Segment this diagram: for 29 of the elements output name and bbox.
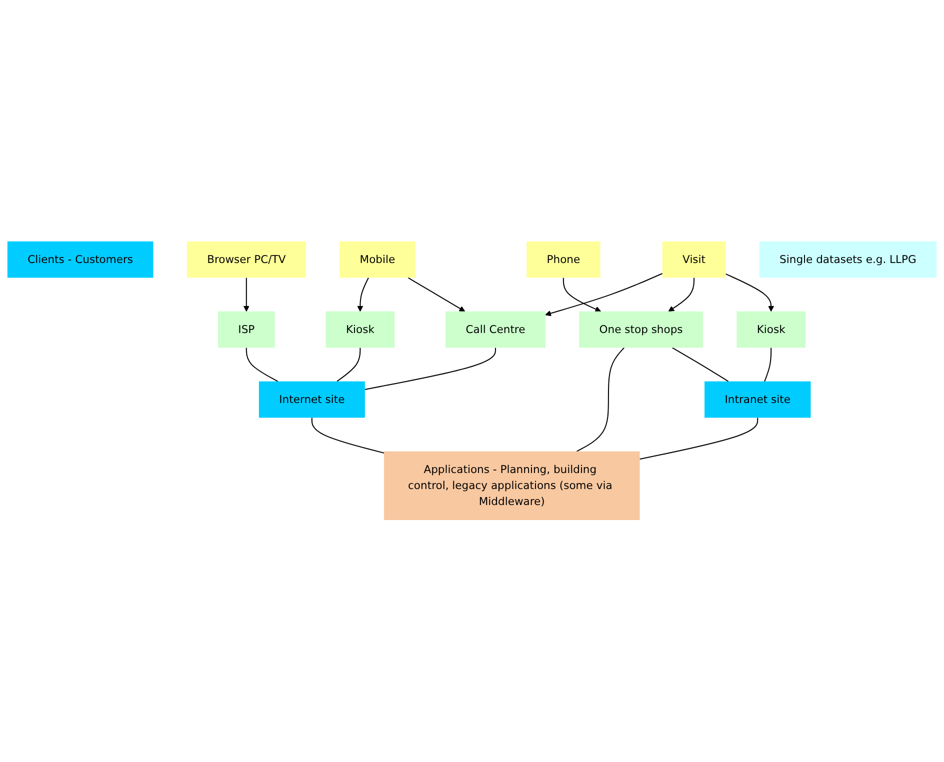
node-box: Kiosk: [326, 312, 395, 348]
connector: [246, 348, 278, 382]
node-box: One stop shops: [579, 312, 703, 348]
connector: [672, 348, 729, 382]
arrow: [243, 278, 250, 312]
node-box: Call Centre: [446, 312, 546, 348]
arrow: [408, 278, 466, 312]
arrow: [545, 273, 663, 316]
connector: [336, 348, 361, 382]
arrow: [357, 278, 369, 312]
node-box: Kiosk: [736, 312, 806, 348]
node-box: Internet site: [258, 382, 365, 418]
node-box: Intranet site: [704, 382, 811, 418]
arrow: [726, 274, 774, 312]
arrow: [562, 278, 601, 312]
connector: [640, 418, 758, 460]
node-box: Mobile: [340, 242, 416, 278]
node-box: Clients - Customers: [7, 242, 154, 278]
arrow: [668, 278, 695, 312]
node-box: Browser PC/TV: [186, 242, 306, 278]
connector: [364, 348, 496, 390]
node-box: ISP: [218, 312, 275, 348]
connector: [576, 348, 624, 452]
node-box: Applications - Planning, building control, legacy applications (some via Middleware): [384, 452, 640, 520]
connector: [764, 348, 772, 382]
node-box: Phone: [526, 242, 600, 278]
node-box: Single datasets e.g. LLPG: [759, 242, 937, 278]
connector: [311, 418, 384, 454]
node-box: Visit: [662, 242, 726, 278]
